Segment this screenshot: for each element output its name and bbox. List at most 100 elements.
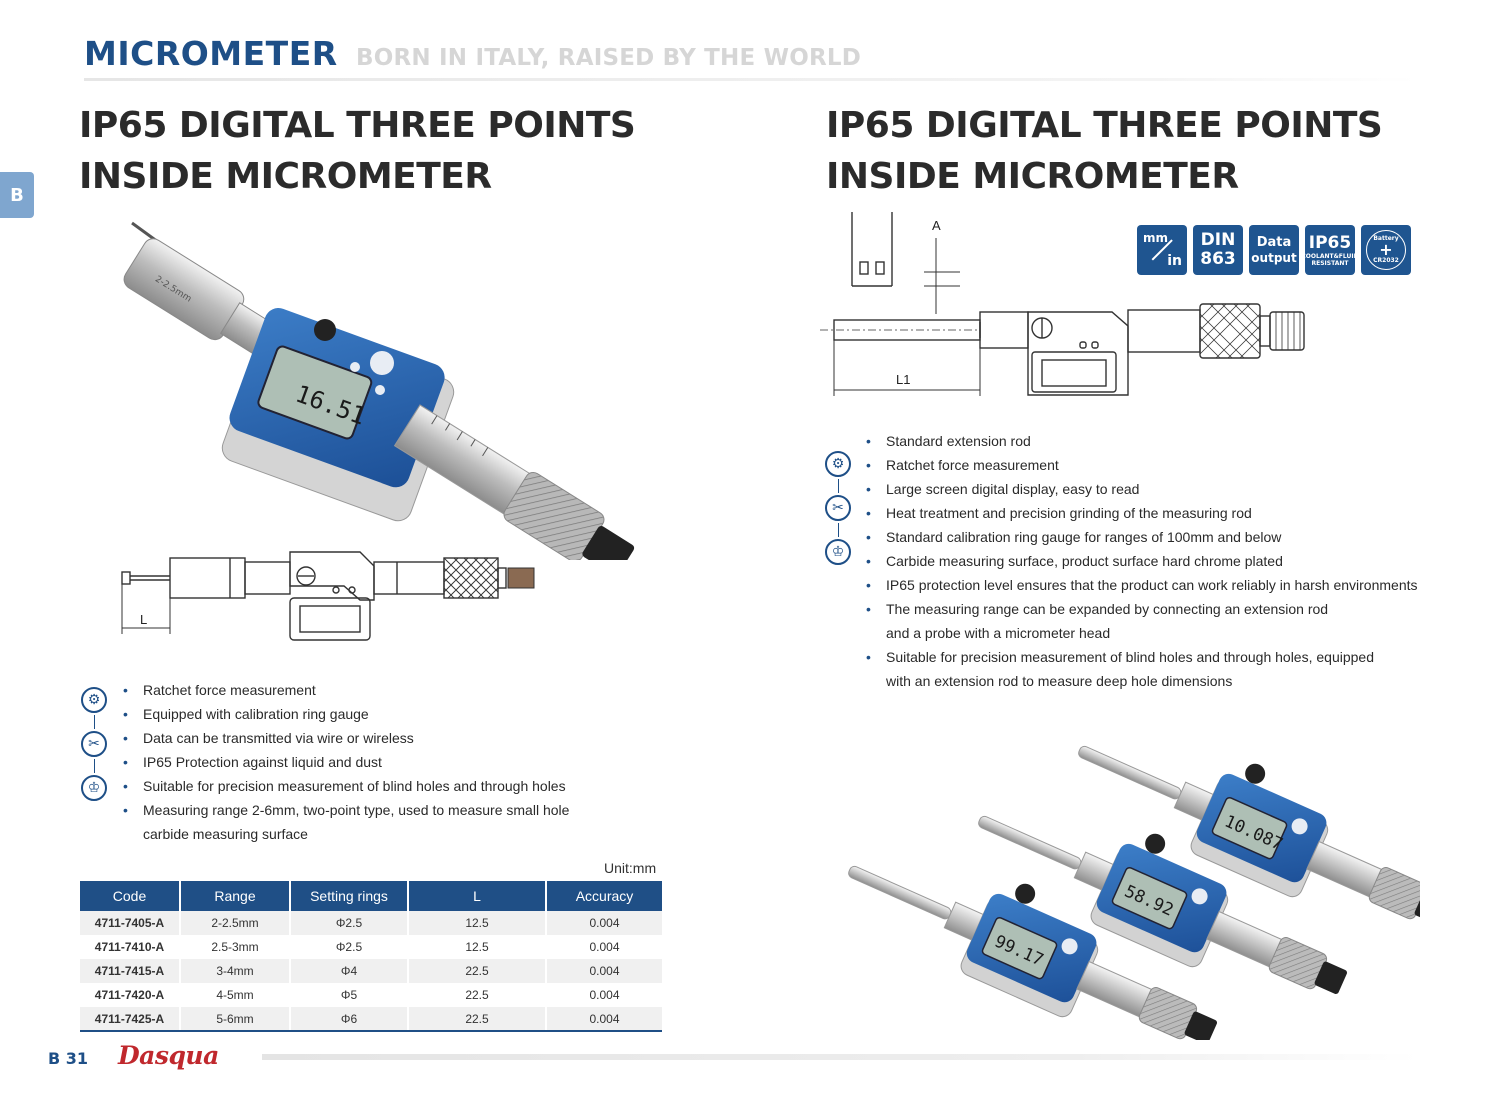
right-feature-list: Standard extension rod Ratchet force mea… [864, 429, 1464, 693]
cell-accuracy: 0.004 [546, 983, 662, 1007]
list-item-continuation: with an extension rod to measure deep ho… [886, 673, 1233, 689]
list-item: IP65 protection level ensures that the p… [864, 573, 1464, 597]
cell-code: 4711-7405-A [80, 911, 181, 935]
data-top: Data [1256, 234, 1292, 250]
cell-accuracy: 0.004 [546, 1007, 662, 1032]
cell-range: 3-4mm [180, 959, 291, 983]
cell-ring: Φ2.5 [290, 935, 409, 959]
right-title-line2: INSIDE MICROMETER [826, 156, 1239, 197]
din-bottom: 863 [1200, 249, 1236, 269]
table-row: 4711-7425-A 5-6mm Φ6 22.5 0.004 [80, 1007, 662, 1032]
left-title-line1: IP65 DIGITAL THREE POINTS [79, 105, 636, 146]
left-feature-list: Ratchet force measurement Equipped with … [121, 678, 641, 846]
cell-range: 2.5-3mm [180, 935, 291, 959]
left-product-photo: 2-2.5mm 16.51 [123, 221, 635, 560]
right-technical-drawing: A L1 [820, 212, 1305, 396]
dim-label-l1: L1 [896, 372, 910, 387]
data-bottom: output [1251, 250, 1297, 265]
list-item-continuation: carbide measuring surface [143, 826, 308, 842]
list-item: Ratchet force measurement [121, 678, 641, 702]
plus-icon: + [1379, 240, 1393, 259]
col-header: Accuracy [546, 881, 662, 911]
cell-l: 12.5 [408, 911, 547, 935]
right-title-line1: IP65 DIGITAL THREE POINTS [826, 105, 1383, 146]
table-header-row: Code Range Setting rings L Accuracy [80, 881, 662, 911]
cell-code: 4711-7415-A [80, 959, 181, 983]
cell-ring: Φ6 [290, 1007, 409, 1032]
list-item: Suitable for precision measurement of bl… [121, 774, 641, 798]
mm-text: mm [1143, 231, 1169, 245]
feature-badges: mm in DIN 863 Data output IP65 COOLANT&F… [1137, 225, 1411, 275]
cell-l: 12.5 [408, 935, 547, 959]
header-divider [84, 78, 1418, 81]
table-row: 4711-7415-A 3-4mm Φ4 22.5 0.004 [80, 959, 662, 983]
ip65-badge: IP65 COOLANT&FLUID RESISTANT [1301, 225, 1359, 275]
cell-code: 4711-7425-A [80, 1007, 181, 1032]
col-header: Range [180, 881, 291, 911]
battery-top: Battery [1373, 235, 1399, 242]
list-item: Standard extension rod [864, 429, 1464, 453]
brand-logo: Dasqua [118, 1041, 219, 1070]
right-product-title: IP65 DIGITAL THREE POINTS INSIDE MICROME… [826, 100, 1446, 202]
cell-accuracy: 0.004 [546, 935, 662, 959]
tools-icon: ✂ [81, 731, 107, 757]
list-item: Measuring range 2-6mm, two-point type, u… [121, 798, 641, 822]
list-item: Ratchet force measurement [864, 453, 1464, 477]
list-item: Carbide measuring surface, product surfa… [864, 549, 1464, 573]
right-product-photo: 10.087 58.92 99.17 [829, 695, 1420, 1040]
icon-divider [94, 759, 95, 773]
left-feature-icons: ⚙ ✂ ♔ [80, 687, 110, 801]
list-item: Data can be transmitted via wire or wire… [121, 726, 641, 750]
list-item: The measuring range can be expanded by c… [864, 597, 1464, 621]
trophy-icon: ♔ [825, 539, 851, 565]
left-title-line2: INSIDE MICROMETER [79, 156, 492, 197]
icon-divider [94, 715, 95, 729]
icon-divider [838, 523, 839, 537]
in-text: in [1167, 253, 1182, 269]
cell-range: 2-2.5mm [180, 911, 291, 935]
cell-l: 22.5 [408, 1007, 547, 1032]
col-header: Code [80, 881, 181, 911]
ip-top: IP65 [1308, 232, 1352, 253]
din-badge: DIN 863 [1193, 225, 1243, 275]
page-number: B 31 [48, 1049, 89, 1068]
col-header: L [408, 881, 547, 911]
trophy-icon: ♔ [81, 775, 107, 801]
footer-divider [262, 1054, 1418, 1060]
tagline: BORN IN ITALY, RAISED BY THE WORLD [356, 45, 862, 71]
unit-label: Unit:mm [604, 860, 657, 876]
battery-bottom: CR2032 [1373, 257, 1399, 264]
ip-sub2: RESISTANT [1311, 259, 1349, 267]
cell-code: 4711-7410-A [80, 935, 181, 959]
dim-label-a: A [932, 218, 941, 233]
left-technical-drawing: L [121, 551, 535, 641]
cell-range: 4-5mm [180, 983, 291, 1007]
left-product-title: IP65 DIGITAL THREE POINTS INSIDE MICROME… [79, 100, 699, 202]
col-header: Setting rings [290, 881, 409, 911]
mm-inch-badge: mm in [1137, 225, 1187, 275]
cell-range: 5-6mm [180, 1007, 291, 1032]
spec-table: Code Range Setting rings L Accuracy 4711… [80, 881, 662, 1032]
table-row: 4711-7405-A 2-2.5mm Φ2.5 12.5 0.004 [80, 911, 662, 935]
list-item-continuation: and a probe with a micrometer head [886, 625, 1111, 641]
table-row: 4711-7410-A 2.5-3mm Φ2.5 12.5 0.004 [80, 935, 662, 959]
list-item: Standard calibration ring gauge for rang… [864, 525, 1464, 549]
cell-l: 22.5 [408, 983, 547, 1007]
cell-ring: Φ4 [290, 959, 409, 983]
list-item: IP65 Protection against liquid and dust [121, 750, 641, 774]
section-title: MICROMETER [84, 34, 338, 73]
right-feature-icons: ⚙ ✂ ♔ [824, 451, 854, 565]
cell-accuracy: 0.004 [546, 911, 662, 935]
dim-label-l: L [140, 612, 147, 627]
tools-icon: ✂ [825, 495, 851, 521]
list-item: Equipped with calibration ring gauge [121, 702, 641, 726]
cell-accuracy: 0.004 [546, 959, 662, 983]
din-top: DIN [1200, 230, 1236, 250]
battery-badge: Battery + CR2032 [1361, 225, 1411, 275]
section-tab[interactable]: B [0, 172, 34, 218]
gear-icon: ⚙ [825, 451, 851, 477]
cell-ring: Φ5 [290, 983, 409, 1007]
battery-icon: Battery + CR2032 [1366, 230, 1406, 270]
cell-l: 22.5 [408, 959, 547, 983]
data-output-badge: Data output [1249, 225, 1299, 275]
